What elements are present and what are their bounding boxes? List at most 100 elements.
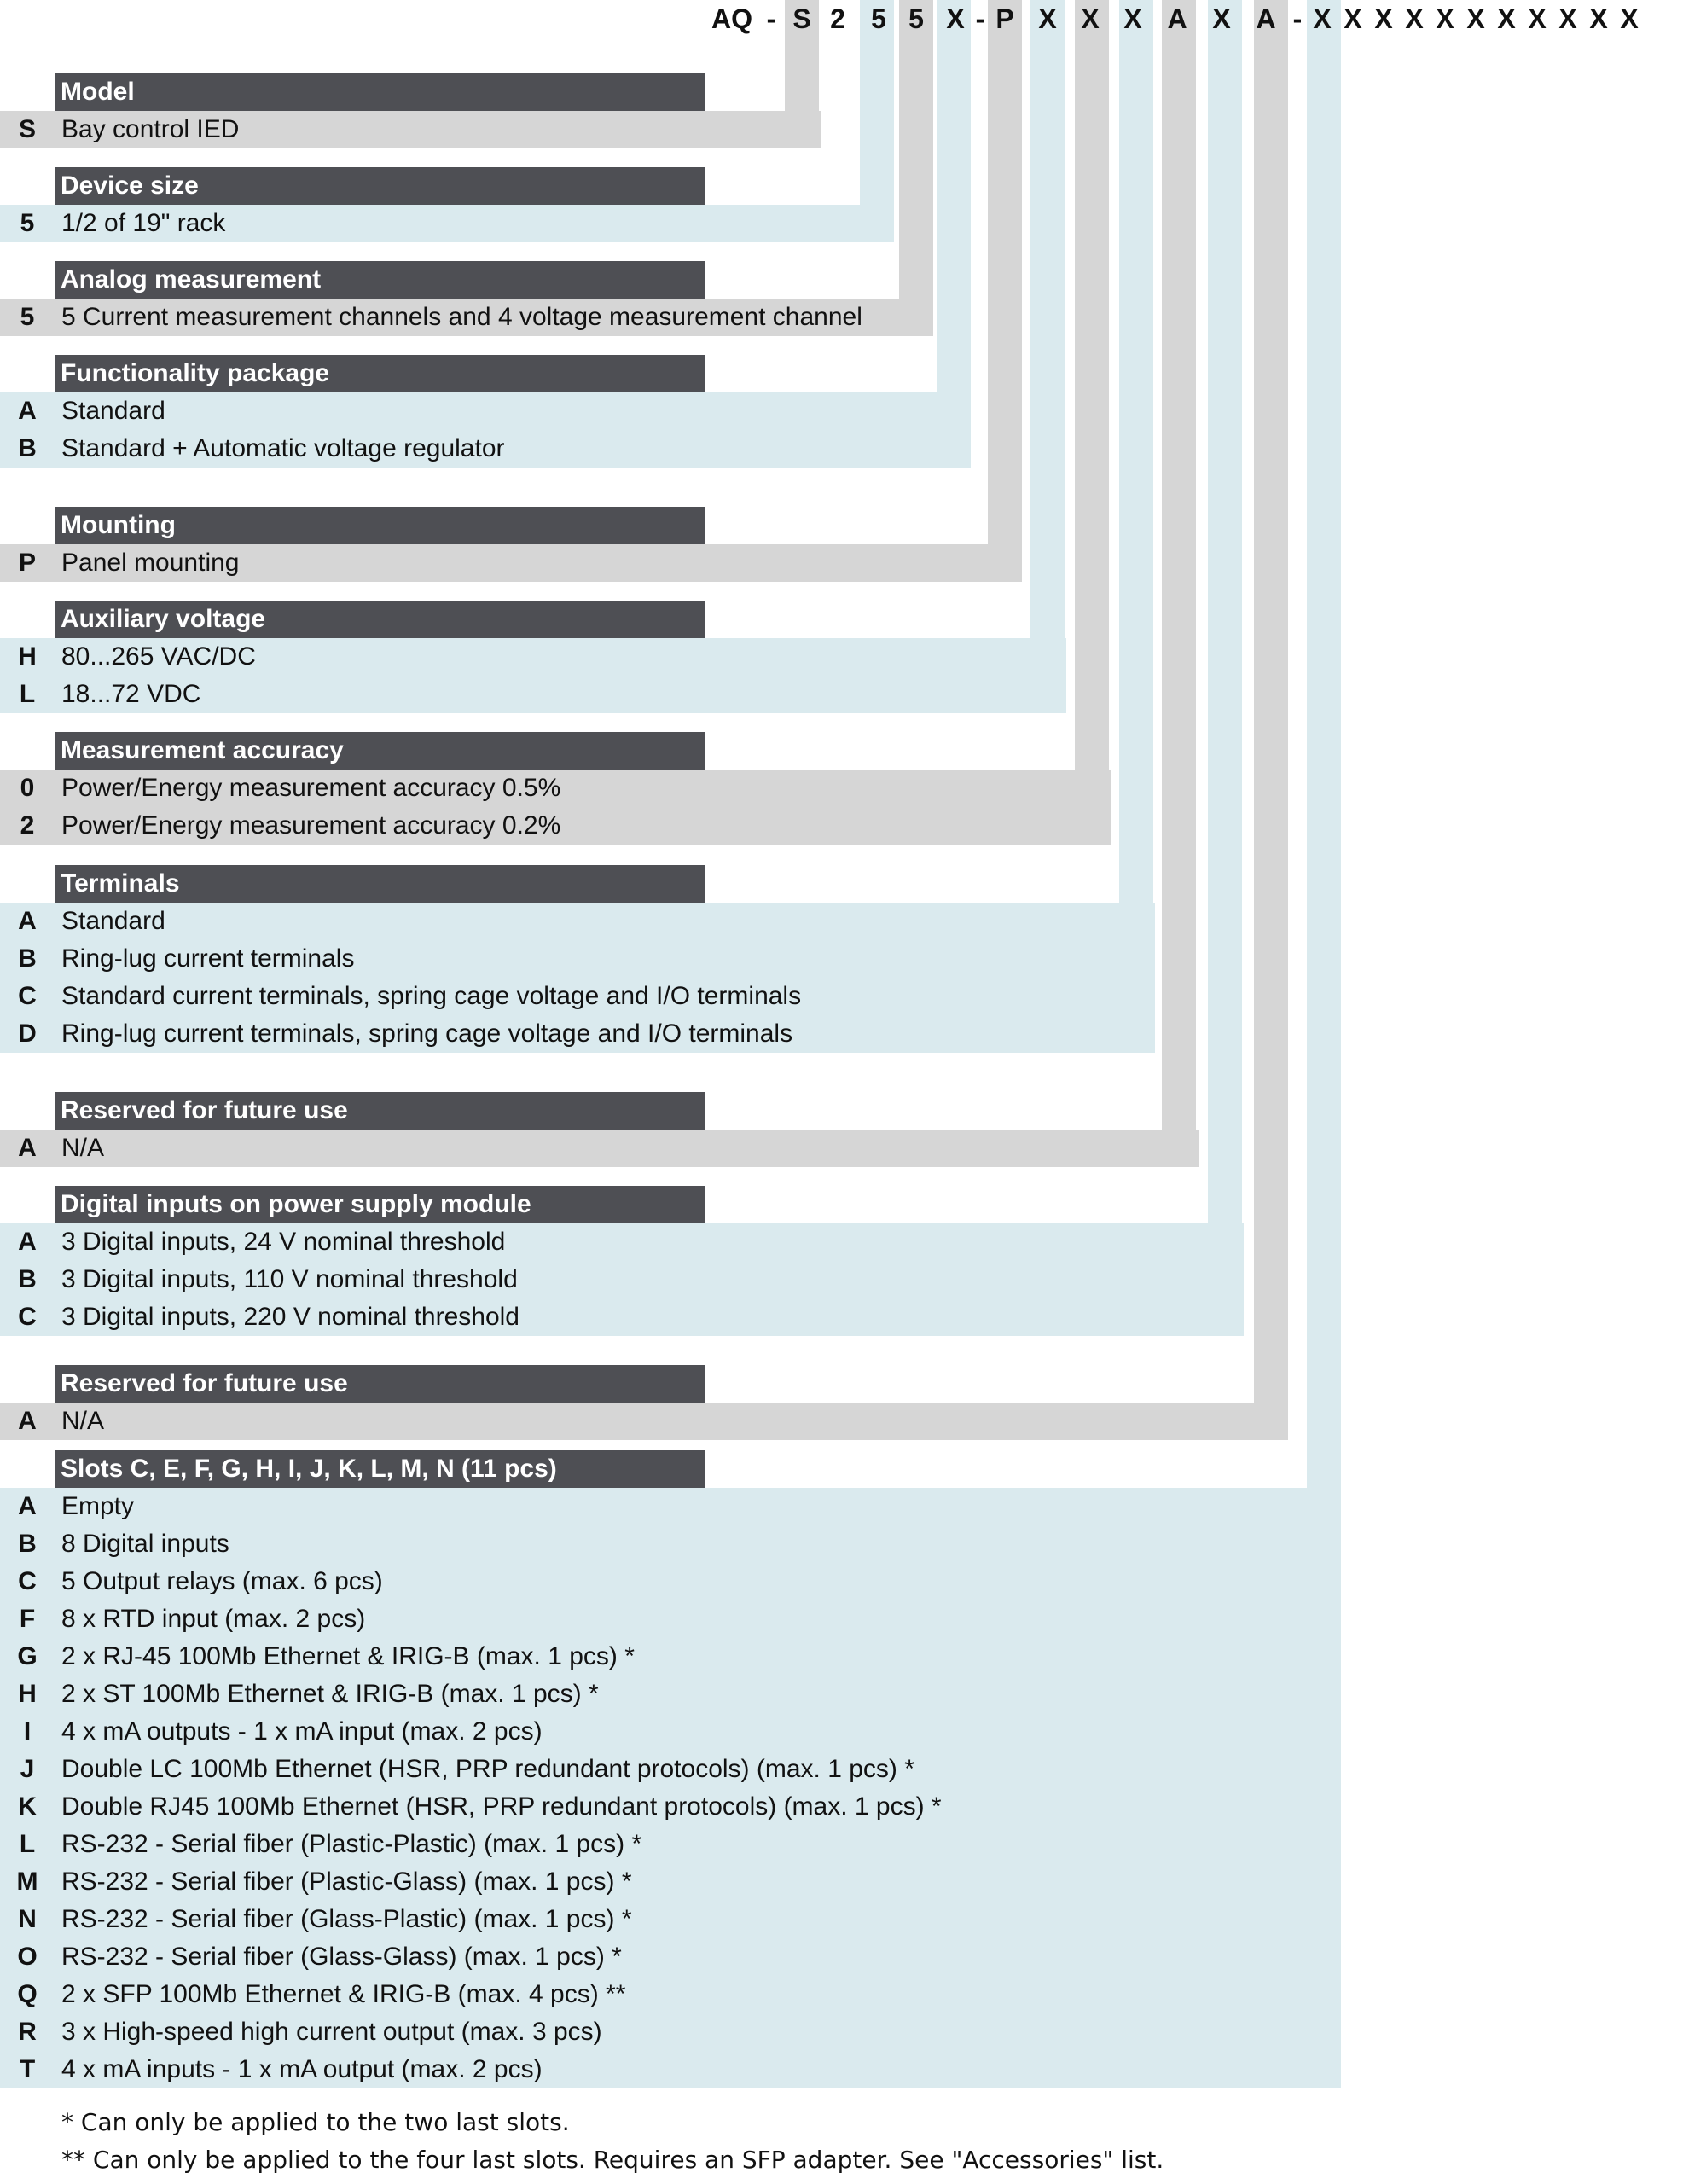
option-description: N/A <box>61 1134 105 1162</box>
section-header: Auxiliary voltage <box>55 601 705 638</box>
option-code: P <box>18 549 36 577</box>
option-code: B <box>18 944 37 973</box>
code-column-strip <box>937 0 971 468</box>
code-token: X <box>1374 3 1393 34</box>
option-description: 5 Output relays (max. 6 pcs) <box>61 1567 383 1595</box>
code-token: X <box>1405 3 1424 34</box>
option-code: 5 <box>20 209 35 237</box>
option-description: Bay control IED <box>61 115 240 143</box>
code-token: X <box>1589 3 1608 34</box>
section-header: Reserved for future use <box>55 1365 705 1403</box>
option-description: RS-232 - Serial fiber (Plastic-Plastic) … <box>61 1830 642 1858</box>
option-description: RS-232 - Serial fiber (Glass-Glass) (max… <box>61 1943 622 1971</box>
section-band <box>0 544 1022 582</box>
code-token: 5 <box>908 3 924 34</box>
option-description: 2 x RJ-45 100Mb Ethernet & IRIG-B (max. … <box>61 1642 635 1670</box>
option-code: 0 <box>20 774 35 802</box>
option-description: 3 Digital inputs, 110 V nominal threshol… <box>61 1265 518 1293</box>
code-column-strip <box>1075 0 1109 845</box>
code-token: - <box>766 3 776 34</box>
footnote: * Can only be applied to the two last sl… <box>61 2108 570 2136</box>
section-header: Digital inputs on power supply module <box>55 1186 705 1223</box>
section-band <box>0 638 1066 713</box>
section-header: Functionality package <box>55 355 705 392</box>
option-code: R <box>18 2018 37 2046</box>
option-code: L <box>19 680 36 708</box>
option-description: Panel mounting <box>61 549 240 577</box>
option-code: H <box>18 642 37 671</box>
option-description: RS-232 - Serial fiber (Glass-Plastic) (m… <box>61 1905 632 1933</box>
code-token: X <box>1528 3 1547 34</box>
option-code: N <box>18 1905 37 1933</box>
section-band <box>0 770 1111 845</box>
footnote: ** Can only be applied to the four last … <box>61 2146 1164 2174</box>
option-code: 2 <box>20 811 35 839</box>
option-description: Empty <box>61 1492 135 1520</box>
option-description: 1/2 of 19" rack <box>61 209 226 237</box>
option-description: Standard <box>61 397 165 425</box>
option-code: A <box>18 397 37 425</box>
code-token: X <box>1344 3 1362 34</box>
section-band <box>0 1488 1341 2088</box>
code-token: P <box>995 3 1014 34</box>
section-band <box>0 1403 1288 1440</box>
code-token: X <box>946 3 965 34</box>
section-header: Measurement accuracy <box>55 732 705 770</box>
option-description: 3 x High-speed high current output (max.… <box>61 2018 602 2046</box>
section-band <box>0 299 930 336</box>
option-code: C <box>18 982 37 1010</box>
option-description: 5 Current measurement channels and 4 vol… <box>61 303 862 331</box>
option-code: A <box>18 907 37 935</box>
option-code: A <box>18 1134 37 1162</box>
option-description: Ring-lug current terminals <box>61 944 355 973</box>
code-token: X <box>1558 3 1577 34</box>
option-description: 8 x RTD input (max. 2 pcs) <box>61 1605 366 1633</box>
section-band <box>0 392 969 468</box>
code-column-strip <box>1162 0 1196 1167</box>
option-description: 2 x SFP 100Mb Ethernet & IRIG-B (max. 4 … <box>61 1980 626 2008</box>
section-header: Analog measurement <box>55 261 705 299</box>
section-band <box>0 111 821 148</box>
section-header: Device size <box>55 167 705 205</box>
option-description: 3 Digital inputs, 24 V nominal threshold <box>61 1228 506 1256</box>
code-token: A <box>1256 3 1276 34</box>
option-description: Standard + Automatic voltage regulator <box>61 434 505 462</box>
option-description: 3 Digital inputs, 220 V nominal threshol… <box>61 1303 519 1331</box>
section-header: Model <box>55 73 705 111</box>
code-token: X <box>1081 3 1100 34</box>
option-description: 4 x mA outputs - 1 x mA input (max. 2 pc… <box>61 1717 543 1745</box>
code-column-strip <box>988 0 1022 582</box>
option-code: M <box>16 1867 38 1896</box>
code-column-strip <box>1119 0 1153 1053</box>
option-description: Power/Energy measurement accuracy 0.2% <box>61 811 561 839</box>
option-code: A <box>18 1407 37 1435</box>
option-code: G <box>17 1642 38 1670</box>
code-column-strip <box>1030 0 1065 713</box>
option-code: K <box>18 1792 37 1821</box>
code-token: X <box>1212 3 1231 34</box>
option-code: D <box>18 1019 37 1048</box>
code-column-strip <box>1208 0 1242 1336</box>
option-code: T <box>19 2055 36 2083</box>
section-header: Terminals <box>55 865 705 903</box>
option-description: 4 x mA inputs - 1 x mA output (max. 2 pc… <box>61 2055 543 2083</box>
option-code: I <box>23 1717 32 1745</box>
option-code: J <box>20 1755 35 1783</box>
option-description: 2 x ST 100Mb Ethernet & IRIG-B (max. 1 p… <box>61 1680 599 1708</box>
option-code: O <box>17 1943 38 1971</box>
code-token: - <box>1292 3 1303 34</box>
code-token: - <box>975 3 985 34</box>
section-band <box>0 1130 1199 1167</box>
option-code: A <box>18 1492 37 1520</box>
section-header: Reserved for future use <box>55 1092 705 1130</box>
code-column-strip <box>1254 0 1288 1440</box>
option-description: N/A <box>61 1407 105 1435</box>
code-token: X <box>1038 3 1057 34</box>
option-description: Standard <box>61 907 165 935</box>
option-description: Ring-lug current terminals, spring cage … <box>61 1019 793 1048</box>
code-token: X <box>1466 3 1485 34</box>
option-code: A <box>18 1228 37 1256</box>
section-band <box>0 903 1155 1053</box>
section-header: Slots C, E, F, G, H, I, J, K, L, M, N (1… <box>55 1450 705 1488</box>
